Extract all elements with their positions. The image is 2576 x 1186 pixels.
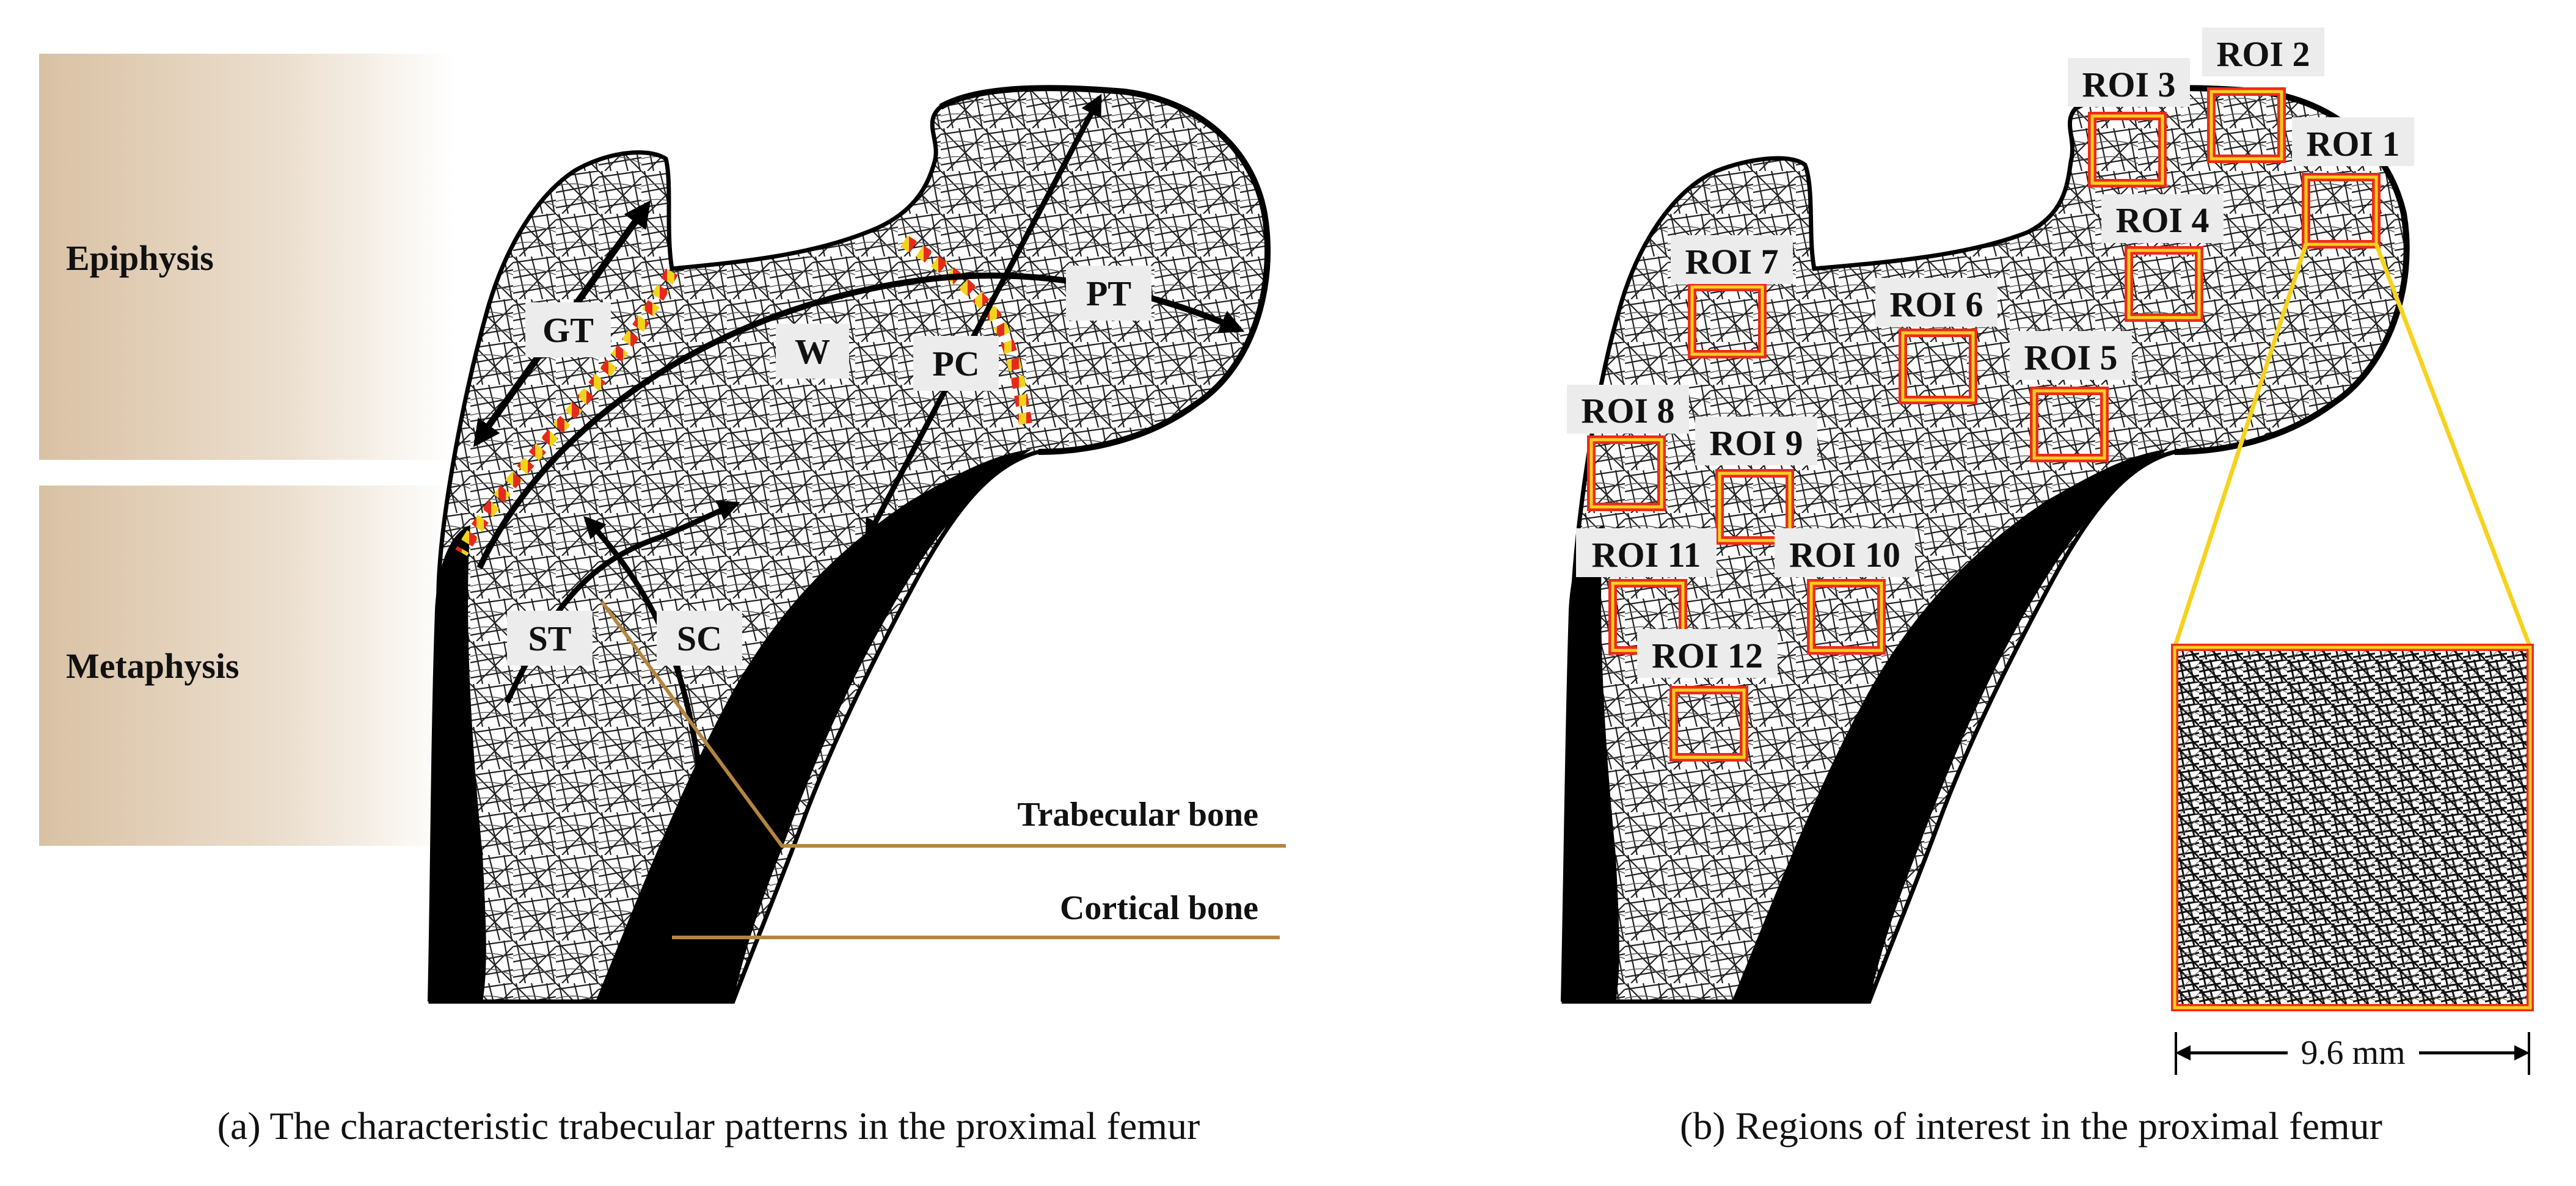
pt-tag: PT (1086, 274, 1131, 313)
gt-tag: GT (542, 310, 594, 350)
roi-3-inner (2090, 114, 2164, 185)
roi-1-inner (2304, 175, 2378, 246)
roi-5-inner (2032, 389, 2106, 460)
roi-2-tag-bg (2202, 27, 2324, 76)
roi-6-label: ROI 6 (1889, 285, 1983, 324)
roi-labels: ROI 1 ROI 2 ROI 3 ROI 4 ROI 5 ROI 6 ROI … (1567, 27, 2414, 678)
roi-1-label: ROI 1 (2306, 124, 2399, 164)
roi-1-inset-border-inner (2173, 646, 2532, 1010)
roi-10-inner (1809, 581, 1883, 652)
roi-9-inner (1718, 471, 1792, 542)
roi-9-tag-bg (1695, 417, 1817, 465)
gt-tag-bg (525, 302, 611, 357)
roi-12-inner (1672, 688, 1746, 759)
scale-label: 9.6 mm (2301, 1034, 2405, 1072)
cortical-head-rim-a (939, 85, 1271, 455)
roi-8-tag-bg (1567, 385, 1689, 434)
pt-tag-bg (1066, 266, 1151, 321)
roi-9-label: ROI 9 (1709, 423, 1803, 463)
metaphysis-zone (39, 486, 454, 846)
roi-10-tag-bg (1775, 528, 1915, 577)
roi-12-label: ROI 12 (1652, 636, 1763, 675)
roi-10-label: ROI 10 (1789, 535, 1900, 575)
st-tag-bg (507, 611, 593, 666)
cortical-wall-lateral-b (1561, 525, 1619, 1002)
roi-7-inner (1690, 285, 1764, 356)
roi-6-inner (1901, 331, 1975, 402)
trabecular-bone-label: Trabecular bone (1017, 796, 1258, 834)
roi-2-inner (2209, 90, 2283, 161)
pc-pt-arrow (865, 93, 1102, 542)
roi-12-tag-bg (1637, 629, 1778, 678)
panel-a: Epiphysis Metaphysis GT W PC PT ST SC Tr… (39, 54, 1286, 1148)
roi-6-tag-bg (1875, 278, 1998, 327)
roi-11-tag-bg (1576, 528, 1717, 577)
cortical-wall-medial-b (1732, 449, 2169, 1002)
roi-3-tag-bg (2068, 58, 2190, 107)
cortical-wall-lateral-a (428, 525, 486, 1002)
roi-3-label: ROI 3 (2082, 65, 2175, 104)
roi-4-label: ROI 4 (2115, 200, 2209, 240)
caption-b: (b) Regions of interest in the proximal … (1680, 1104, 2382, 1148)
w-tag-bg (776, 324, 849, 379)
roi-8-inner (1589, 438, 1663, 509)
cortical-head-rim-b (2075, 85, 2410, 455)
roi-7-tag-bg (1671, 235, 1793, 284)
roi-1-inset (2175, 647, 2530, 1008)
roi-5-tag-bg (2010, 331, 2132, 380)
femur-shape-a (428, 85, 1270, 1004)
zoom-guide-right (2374, 243, 2533, 649)
pc-tag-bg (913, 336, 999, 391)
roi-1-tag-bg (2292, 117, 2414, 166)
cortical-wall-medial-a (596, 449, 1032, 1002)
sc-tag-bg (657, 611, 742, 666)
zoom-guide-left (2172, 243, 2308, 649)
epiphysis-zone (39, 54, 454, 460)
trabecular-leader (600, 600, 1286, 848)
roi-4-inner (2127, 249, 2201, 319)
roi-5-label: ROI 5 (2024, 338, 2117, 377)
roi-2-label: ROI 2 (2216, 34, 2310, 74)
roi-8-label: ROI 8 (1581, 391, 1674, 431)
caption-a: (a) The characteristic trabecular patter… (217, 1104, 1200, 1148)
sc-tag: SC (677, 619, 722, 658)
cortical-bone-label: Cortical bone (1060, 889, 1258, 927)
roi-11-label: ROI 11 (1592, 535, 1701, 575)
w-tag: W (795, 332, 830, 371)
metaphysis-label: Metaphysis (66, 646, 239, 686)
roi-4-tag-bg (2101, 194, 2224, 243)
st-tag: ST (528, 619, 572, 658)
panel-b: ROI 1 ROI 2 ROI 3 ROI 4 ROI 5 ROI 6 ROI … (1561, 27, 2534, 1148)
epiphysis-label: Epiphysis (66, 238, 214, 278)
pc-tag: PC (932, 344, 979, 384)
roi-7-label: ROI 7 (1685, 242, 1778, 282)
